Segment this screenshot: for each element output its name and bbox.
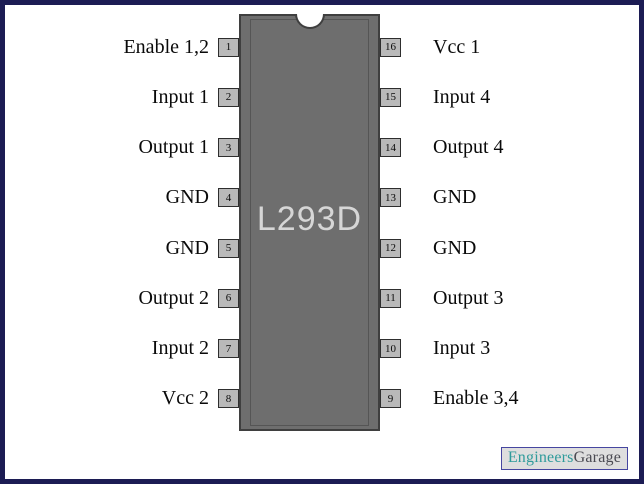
pin-label: GND <box>165 236 209 259</box>
pin-row: 15 Input 4 <box>380 85 615 108</box>
pin-label: Input 4 <box>433 85 491 108</box>
pin-label: Output 2 <box>138 286 209 309</box>
pin-number-box: 2 <box>218 87 239 107</box>
pin-column-left: Enable 1,2 1 Input 1 2 Output 1 3 GND 4 … <box>35 35 239 410</box>
pin-number-box: 15 <box>380 87 401 107</box>
pin-row: 11 Output 3 <box>380 286 615 309</box>
pin-row: 10 Input 3 <box>380 337 615 360</box>
watermark-engineers: Engineers <box>507 449 574 466</box>
pin-label: Vcc 1 <box>433 35 481 58</box>
pin-number-box: 1 <box>218 37 239 57</box>
pin-row: Input 2 7 <box>35 337 239 360</box>
pin-number-box: 7 <box>218 339 239 359</box>
ic-body: L293D <box>239 14 380 431</box>
pin-number-box: 10 <box>380 339 401 359</box>
pin-row: 16 Vcc 1 <box>380 35 615 58</box>
pin-number-box: 12 <box>380 238 401 258</box>
pin-row: Enable 1,2 1 <box>35 35 239 58</box>
pin-number-box: 5 <box>218 238 239 258</box>
pin-label: Output 1 <box>138 136 209 159</box>
pin-number-box: 16 <box>380 37 401 57</box>
pin-row: GND 4 <box>35 186 239 209</box>
pin-label: Input 2 <box>151 337 209 360</box>
pin-number-box: 11 <box>380 288 401 308</box>
pin-row: GND 5 <box>35 236 239 259</box>
watermark: EngineersGarage <box>500 447 628 470</box>
pin-number-box: 13 <box>380 188 401 208</box>
pin-number-box: 6 <box>218 288 239 308</box>
pin-row: 12 GND <box>380 236 615 259</box>
pin-number-box: 14 <box>380 138 401 158</box>
pin-row: Output 1 3 <box>35 136 239 159</box>
pin-label: Enable 3,4 <box>433 387 519 410</box>
pin-label: GND <box>433 186 477 209</box>
pin-label: Input 1 <box>151 85 209 108</box>
pin-column-right: 16 Vcc 1 15 Input 4 14 Output 4 13 GND 1… <box>380 35 615 410</box>
pin-number-box: 3 <box>218 138 239 158</box>
pin-label: Vcc 2 <box>161 387 209 410</box>
pin-label: GND <box>433 236 477 259</box>
pin-label: Input 3 <box>433 337 491 360</box>
pin-label: Output 3 <box>433 286 504 309</box>
pin-label: GND <box>165 186 209 209</box>
pin-number-box: 9 <box>380 389 401 409</box>
pin-row: 14 Output 4 <box>380 136 615 159</box>
pin-label: Enable 1,2 <box>123 35 209 58</box>
pin1-notch-icon <box>294 14 325 29</box>
pin-row: 9 Enable 3,4 <box>380 387 615 410</box>
pin-row: Output 2 6 <box>35 286 239 309</box>
pin-row: 13 GND <box>380 186 615 209</box>
pin-label: Output 4 <box>433 136 504 159</box>
pin-number-box: 4 <box>218 188 239 208</box>
pin-number-box: 8 <box>218 389 239 409</box>
pin-row: Vcc 2 8 <box>35 387 239 410</box>
chip-name: L293D <box>256 200 363 238</box>
pin-row: Input 1 2 <box>35 85 239 108</box>
watermark-garage: Garage <box>573 449 621 466</box>
